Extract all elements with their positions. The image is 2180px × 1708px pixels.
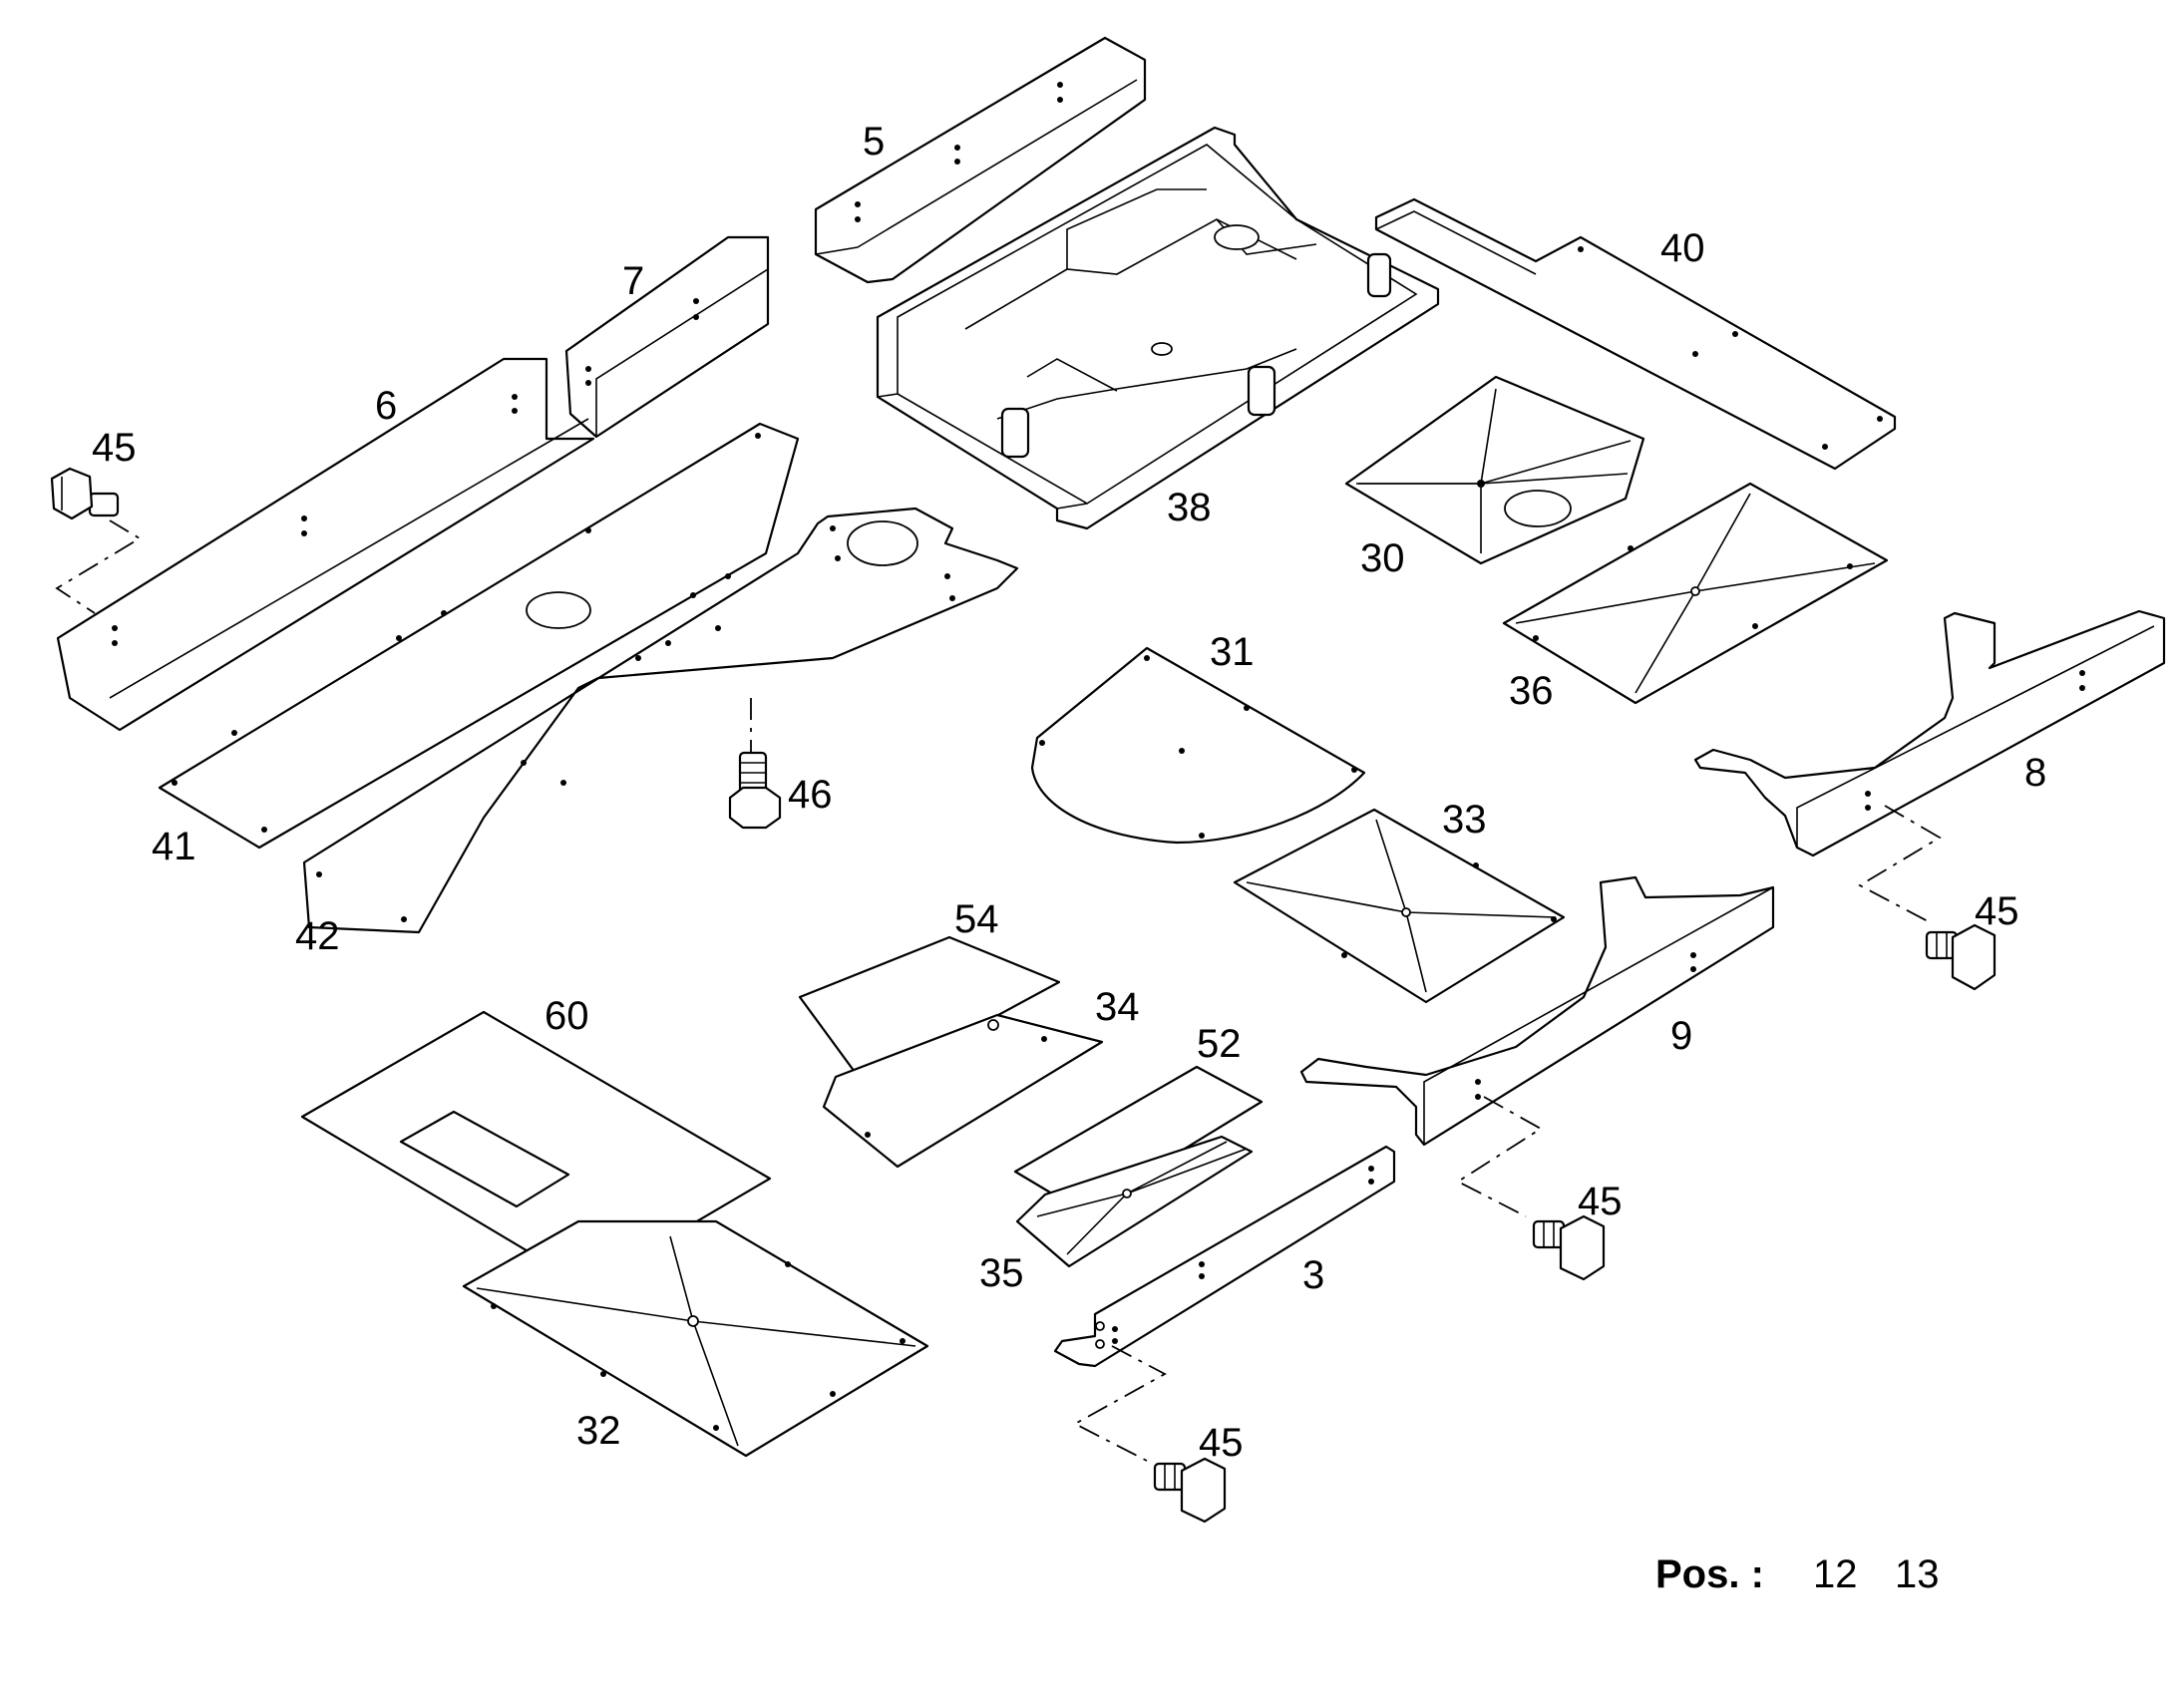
callout-35: 35 xyxy=(979,1251,1024,1295)
bolt-45-middle xyxy=(1532,1214,1606,1281)
callout-31: 31 xyxy=(1210,630,1255,674)
part-42-shaped-plate xyxy=(302,507,1019,934)
callout-7: 7 xyxy=(622,259,644,303)
part-35-plate xyxy=(1015,1135,1254,1268)
part-5-angle-bracket xyxy=(814,36,1147,284)
callout-42: 42 xyxy=(295,914,340,958)
callout-45-d: 45 xyxy=(1199,1421,1244,1465)
leader-lines xyxy=(55,519,1942,1462)
pos-value-1: 12 xyxy=(1813,1552,1858,1596)
callout-33: 33 xyxy=(1442,798,1487,842)
callout-60: 60 xyxy=(545,994,589,1038)
part-8-bracket xyxy=(1693,609,2166,857)
callout-30: 30 xyxy=(1360,536,1405,580)
part-34-plate xyxy=(822,1013,1104,1169)
part-31-round-plate xyxy=(1030,646,1366,845)
callout-45-c: 45 xyxy=(1578,1180,1623,1223)
part-36-plate xyxy=(1502,482,1889,705)
part-41-long-plate xyxy=(158,422,800,850)
part-9-bracket xyxy=(1299,875,1775,1147)
callout-41: 41 xyxy=(152,825,196,868)
callout-45-b: 45 xyxy=(1975,889,2019,933)
part-3-angle-bar xyxy=(1053,1145,1396,1368)
callout-9: 9 xyxy=(1670,1014,1692,1058)
pos-label: Pos. : xyxy=(1655,1552,1764,1596)
part-7-angle xyxy=(564,235,770,439)
callout-5: 5 xyxy=(863,120,885,164)
callout-46: 46 xyxy=(788,773,833,817)
bolt-46 xyxy=(728,751,782,830)
callout-32: 32 xyxy=(576,1409,621,1453)
bolt-45-bottom xyxy=(1153,1457,1227,1524)
callout-52: 52 xyxy=(1197,1022,1242,1066)
callout-8: 8 xyxy=(2024,751,2046,795)
part-6-long-angle xyxy=(56,357,595,732)
callout-45-a: 45 xyxy=(92,426,137,470)
part-32-plate xyxy=(462,1219,929,1458)
callout-54: 54 xyxy=(954,897,999,941)
part-40-long-plate xyxy=(1374,197,1897,471)
part-54-plate xyxy=(798,935,1061,1089)
part-30-plate xyxy=(1344,375,1645,565)
callout-40: 40 xyxy=(1660,226,1705,270)
callout-34: 34 xyxy=(1095,985,1140,1029)
callout-6: 6 xyxy=(375,384,397,428)
callout-38: 38 xyxy=(1167,486,1212,529)
callout-36: 36 xyxy=(1509,669,1554,713)
part-33-plate xyxy=(1233,808,1566,1004)
callout-labels: 5 7 6 45 40 38 30 31 36 8 46 41 33 42 45… xyxy=(92,120,2046,1465)
bolt-45-left xyxy=(50,467,120,520)
callout-3: 3 xyxy=(1302,1253,1324,1297)
position-reference: Pos. : 12 13 xyxy=(1655,1552,1940,1596)
part-60-plate xyxy=(300,1010,772,1288)
part-38-base-frame xyxy=(876,126,1440,530)
pos-value-2: 13 xyxy=(1895,1552,1940,1596)
bolt-45-right xyxy=(1925,923,1997,991)
